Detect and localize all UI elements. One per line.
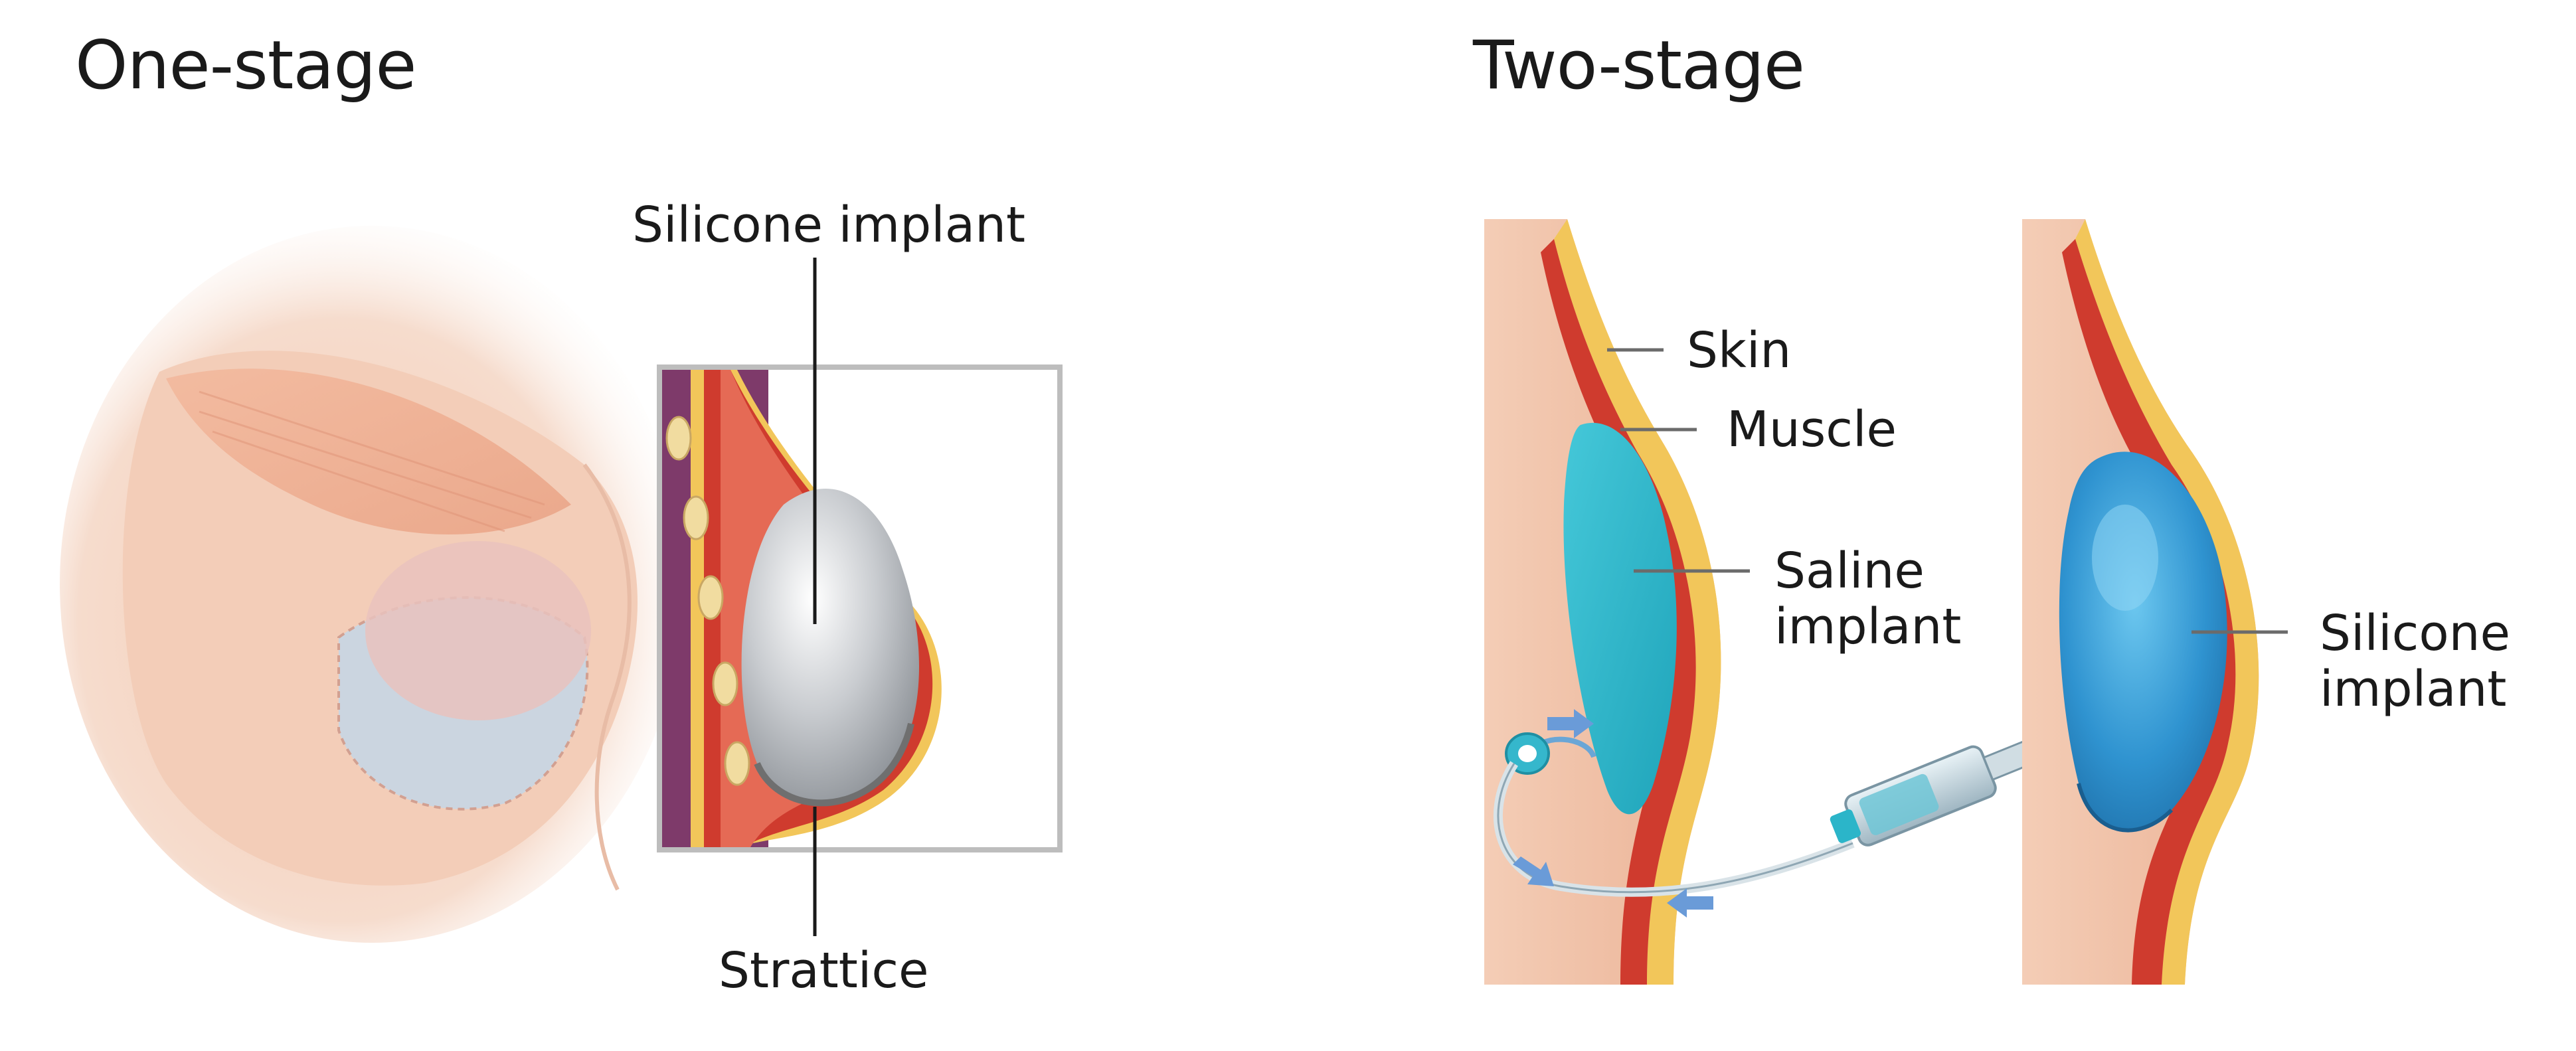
two-stage-silicone-panel [2022,219,2288,985]
syringe-icon [1830,734,2050,847]
two-stage-title: Two-stage [1473,26,1805,104]
label-saline-implant: Saline implant [1774,543,1961,655]
one-stage-cross-section-inset [657,258,1063,936]
one-stage-breast-illustration [60,226,684,943]
two-stage-saline-panel [1484,219,2050,985]
label-silicone-implant-one-stage: Silicone implant [632,197,1025,254]
label-silicone-implant-two-stage: Silicone implant [2320,606,2510,717]
one-stage-title: One-stage [75,26,416,104]
label-skin: Skin [1687,322,1792,379]
label-saline-implant-line2: implant [1774,598,1962,655]
label-strattice: Strattice [719,942,929,999]
label-muscle: Muscle [1727,401,1897,458]
label-silicone-implant-line1: Silicone [2320,605,2511,662]
flow-arrow-icon [1513,709,1713,918]
label-saline-implant-line1: Saline [1774,542,1925,600]
label-silicone-implant-line2: implant [2320,661,2507,718]
